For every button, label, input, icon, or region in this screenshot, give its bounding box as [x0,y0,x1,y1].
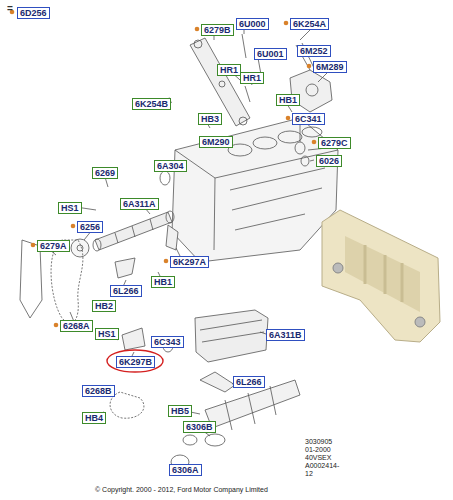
part-photo [322,210,440,342]
drawing-code: 3030905 01-2000 40VSEX A0002414-12 [305,438,339,478]
callout-number: HB4 [85,413,103,423]
callout-box: HS1 [58,202,82,214]
callout-number: 6306B [186,422,213,432]
callout-box: 6026 [316,155,342,167]
callout-number: 6M252 [300,46,328,56]
callout-number: 6C341 [295,114,322,124]
callout-box: 6U000 [236,18,269,30]
callout-box: HR1 [217,64,241,76]
callout-box: HB4 [82,412,106,424]
callout-box: 6L266 [110,285,142,297]
callout-number: 6C343 [154,337,181,347]
callout-number: 6K254A [293,19,326,29]
callout-number: 6D256 [20,8,47,18]
callout-number: 6026 [319,156,339,166]
callout-box: 6K254B [132,98,171,110]
callout-number: 6K297A [173,257,206,267]
callout-number: HB5 [171,406,189,416]
callout-number: 6K297B [119,357,152,367]
callout-number: 6269 [95,168,115,178]
callout-number: 6A311A [123,199,156,209]
callout-box: 6K297B [116,356,155,368]
callout-box: 6268A [60,320,93,332]
callout-number: HS1 [61,203,79,213]
callout-box: 6A304 [154,160,187,172]
callout-box: 6279C [318,137,351,149]
callout-number: 6279A [40,241,67,251]
callout-number: 6M289 [316,62,344,72]
callout-number: HB1 [279,95,297,105]
callout-box: 6L266 [233,376,265,388]
callout-box: 6279B [201,24,234,36]
callout-box: 6C341 [292,113,325,125]
callout-number: 6K254B [135,99,168,109]
copyright-note: © Copyright. 2000 - 2012, Ford Motor Com… [95,486,268,494]
callout-number: 6268B [85,386,112,396]
callout-number: HS1 [98,329,116,339]
callout-box: HB3 [198,113,222,125]
callout-box: 6268B [82,385,115,397]
callout-number: HR1 [243,73,261,83]
callout-box: 6269 [92,167,118,179]
callout-box: 6279A [37,240,70,252]
callout-box: HB2 [92,300,116,312]
callout-box: 6M290 [199,136,233,148]
legend-equals: = [7,5,13,13]
callout-number: 6A311B [269,330,302,340]
callout-number: HR1 [220,65,238,75]
callout-number: HB1 [154,277,172,287]
callout-box: 6U001 [254,48,287,60]
callout-number: 6U001 [257,49,284,59]
callout-box: HB5 [168,405,192,417]
callout-box: 6K297A [170,256,209,268]
callout-box: HR1 [240,72,264,84]
callout-number: 6A304 [157,161,184,171]
callout-number: 6L266 [113,286,139,296]
callout-box: HB1 [276,94,300,106]
callout-box: 6K254A [290,18,329,30]
callout-number: 6M290 [202,137,230,147]
callout-number: 6U000 [239,19,266,29]
callout-box: 6A311A [120,198,159,210]
callout-number: 6268A [63,321,90,331]
callout-box: 6306A [169,464,202,476]
callout-box: 6D256 [17,7,50,19]
callout-number: HB2 [95,301,113,311]
callout-box: 6A311B [266,329,305,341]
callout-box: 6306B [183,421,216,433]
callout-number: 6L266 [236,377,262,387]
callout-box: 6M252 [297,45,331,57]
callout-number: 6279B [204,25,231,35]
callout-box: HS1 [95,328,119,340]
callout-box: 6C343 [151,336,184,348]
callout-number: 6279C [321,138,348,148]
callout-box: 6256 [77,221,103,233]
callout-box: 6M289 [313,61,347,73]
callout-number: HB3 [201,114,219,124]
callout-box: HB1 [151,276,175,288]
callout-number: 6306A [172,465,199,475]
callout-number: 6256 [80,222,100,232]
